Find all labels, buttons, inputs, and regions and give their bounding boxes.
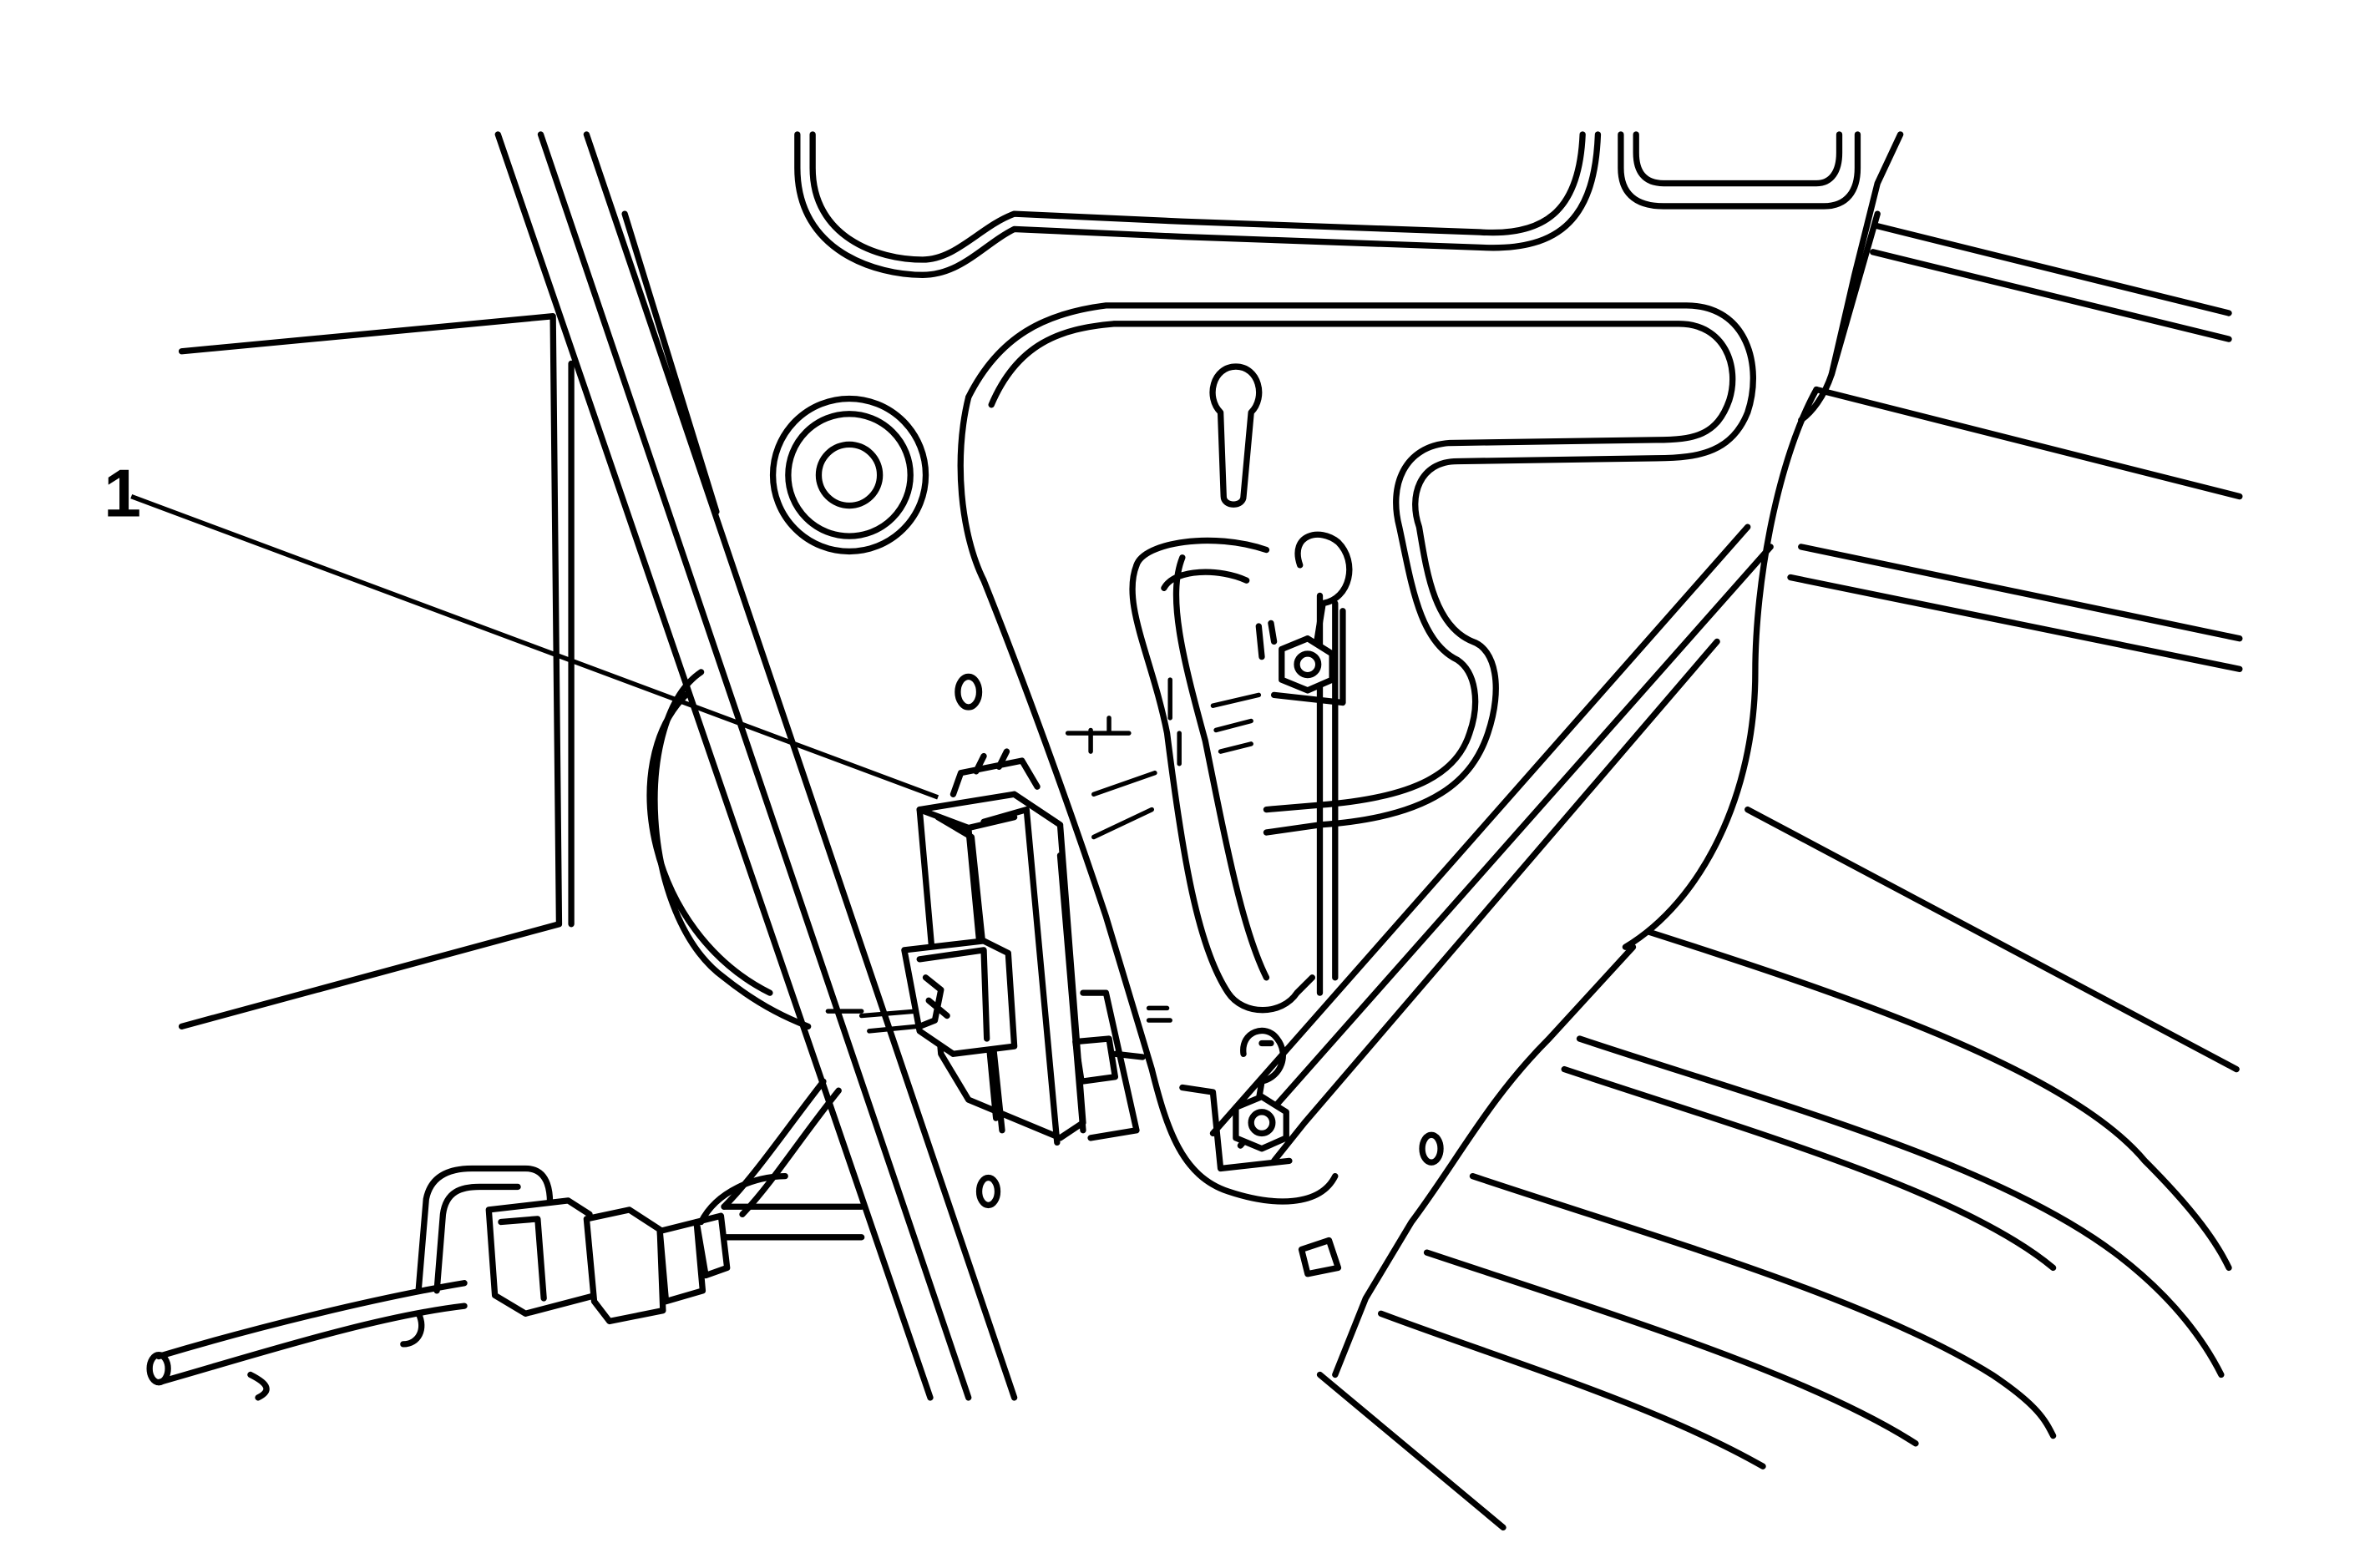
regulator-carrier xyxy=(955,302,1756,1277)
door-frame-pillar xyxy=(494,131,1018,1401)
mounting-bolt-icon-lower xyxy=(1179,1027,1293,1172)
callout-leader-line xyxy=(130,493,939,800)
mounting-bolt-icon xyxy=(1255,531,1353,706)
body-panel-lines xyxy=(1316,223,2243,1531)
callout-1: 1 xyxy=(104,456,939,800)
door-edge xyxy=(1209,524,1774,1378)
connector-icon xyxy=(858,938,1018,1057)
callout-label: 1 xyxy=(104,456,141,531)
grommet-hole xyxy=(769,395,929,555)
left-background-panel xyxy=(178,313,575,1030)
speaker-opening xyxy=(646,669,864,1030)
wiring-harness-icon xyxy=(146,1078,865,1401)
control-module-icon xyxy=(858,748,1146,1146)
